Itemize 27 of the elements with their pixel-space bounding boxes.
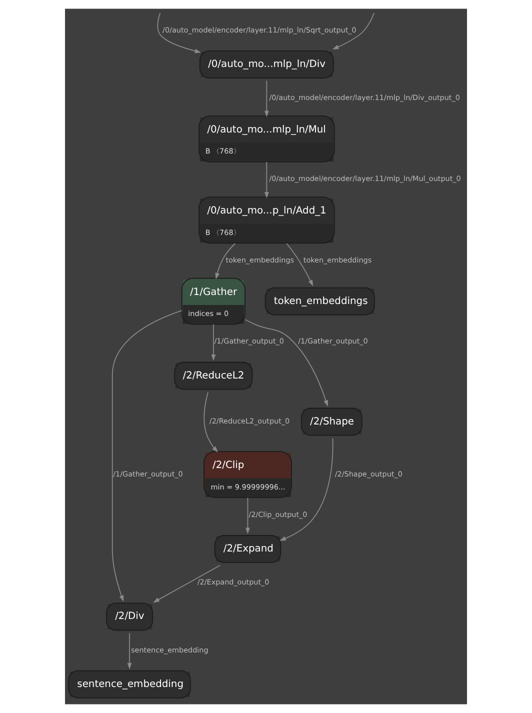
edge-label: /1/Gather_output_0 — [113, 469, 183, 478]
edge-label: /2/Expand_output_0 — [197, 578, 270, 587]
arrow — [127, 632, 132, 670]
edge-label: /2/Shape_output_0 — [334, 469, 402, 478]
arrow — [204, 392, 218, 453]
edge-label: /1/Gather_output_0 — [214, 336, 284, 346]
arrow — [157, 12, 202, 54]
arrow — [264, 161, 269, 198]
edge-label: token_embeddings — [303, 255, 372, 264]
arrow — [112, 310, 182, 602]
edge-label: token_embeddings — [226, 255, 294, 264]
arrow — [280, 438, 334, 541]
edge-label: /0/auto_model/encoder/layer.11/mlp_ln/Div_output_0 — [269, 93, 460, 102]
edge-label: /2/Clip_output_0 — [248, 510, 308, 519]
edge-label: sentence_embedding — [131, 645, 208, 654]
arrow — [244, 319, 328, 407]
arrow — [286, 243, 314, 286]
arrow — [332, 12, 374, 50]
arrow — [153, 564, 220, 603]
edge-label: /1/Gather_output_0 — [298, 336, 368, 346]
edge-label: /0/auto_model/encoder/layer.11/mlp_ln/Mul_output_0 — [269, 174, 461, 184]
edge-label: /0/auto_model/encoder/layer.11/mlp_ln/Sqrt_output_0 — [162, 25, 356, 34]
arrow — [264, 80, 269, 118]
arrow — [211, 324, 216, 361]
edge-label: /2/ReduceL2_output_0 — [209, 416, 290, 426]
arrow — [246, 497, 250, 534]
arrow — [215, 243, 236, 280]
